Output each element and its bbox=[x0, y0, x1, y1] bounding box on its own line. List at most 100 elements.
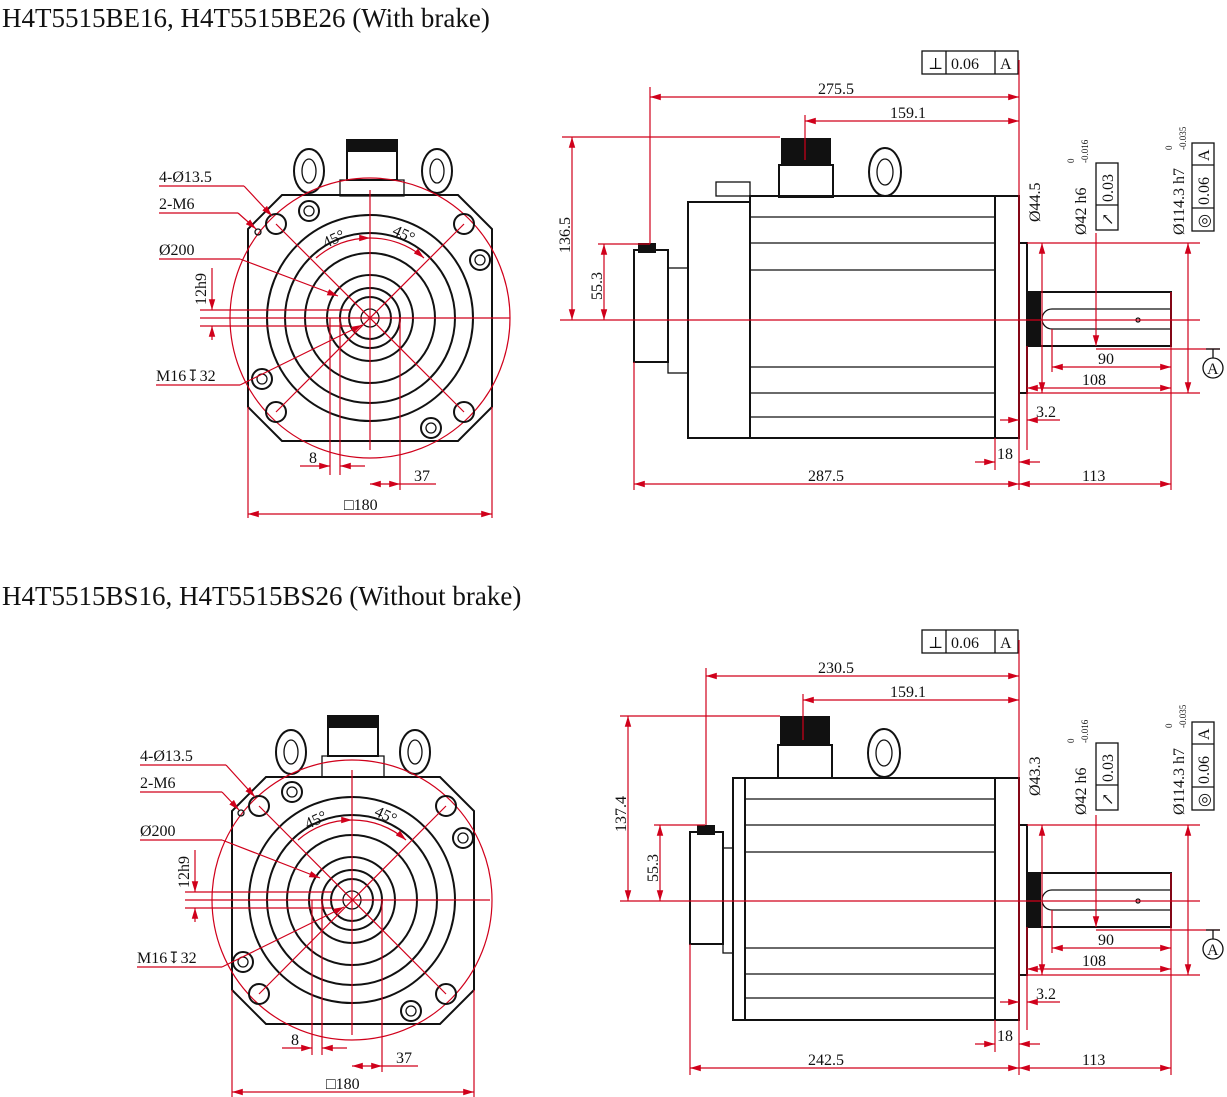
brake-connector-height-label: 55.3 bbox=[645, 854, 662, 882]
angle-arc-right bbox=[351, 819, 407, 841]
runout-frame bbox=[1095, 162, 1119, 231]
tolerance-value: 0.06 bbox=[951, 56, 979, 73]
pilot-diameter-label: Ø114.3 h7 bbox=[1171, 748, 1188, 815]
hex-bolt-icon bbox=[400, 1000, 422, 1022]
bolt-hole-icon bbox=[453, 213, 475, 235]
lifting-eye-right-inner bbox=[429, 158, 445, 184]
bolt-holes-label: 4-Ø13.5 bbox=[159, 169, 212, 186]
hex-bolt-inner bbox=[457, 832, 469, 844]
bolt-hole-icon bbox=[435, 983, 457, 1005]
key-height-label: 12h9 bbox=[193, 273, 210, 305]
lifting-eye-left-icon bbox=[275, 729, 307, 775]
diag-line bbox=[275, 223, 465, 413]
m6-hole-icon bbox=[237, 809, 245, 817]
bolt-hole-icon bbox=[435, 795, 457, 817]
lifting-eye-left-inner bbox=[283, 739, 299, 765]
lifting-eye-right-icon bbox=[421, 148, 453, 194]
shaft-tol-upper: 0 bbox=[1066, 158, 1076, 163]
side-view: ⊥ 0.06 A 13 bbox=[613, 629, 1224, 1075]
hex-bolt-icon bbox=[469, 249, 491, 271]
hex-bolt-inner bbox=[474, 254, 486, 266]
bolt-holes-label: 4-Ø13.5 bbox=[140, 748, 193, 765]
angle-arc-left bbox=[315, 234, 371, 259]
bolt-hole-icon bbox=[265, 401, 287, 423]
flange-diameter-label: Ø43.3 bbox=[1027, 756, 1044, 796]
lifting-eye-left-inner bbox=[301, 158, 317, 184]
section-with-brake: H4T5515BE16, H4T5515BE26 (With brake) bbox=[2, 3, 1224, 518]
lifting-eye-inner bbox=[875, 739, 893, 767]
hex-bolt-icon bbox=[251, 368, 273, 390]
flange-outline bbox=[231, 776, 475, 1025]
datum-circle bbox=[1202, 938, 1224, 960]
leader-line bbox=[221, 791, 240, 811]
shaft-length-label: 108 bbox=[1082, 372, 1106, 389]
datum-label: A bbox=[1207, 942, 1219, 959]
shaft-length-label: 108 bbox=[1082, 953, 1106, 970]
flange-square-label: □180 bbox=[344, 497, 378, 514]
concentricity-frame bbox=[1191, 721, 1215, 811]
key-width-label: 8 bbox=[309, 450, 317, 467]
flange-outline bbox=[247, 194, 493, 442]
encoder-connector bbox=[689, 831, 724, 945]
shaft-total-label: 113 bbox=[1082, 1052, 1105, 1069]
nameplate bbox=[715, 181, 751, 197]
keyway bbox=[1041, 889, 1171, 911]
front-flange bbox=[994, 777, 1020, 1021]
lifting-eye-icon bbox=[867, 728, 901, 778]
concentricity-datum: A bbox=[1196, 149, 1213, 161]
brake-connector-top bbox=[638, 243, 656, 253]
leader-line bbox=[243, 185, 273, 217]
brake-connector-height-label: 55.3 bbox=[589, 272, 606, 300]
encoder-connector-top bbox=[697, 825, 715, 835]
leader-line bbox=[221, 839, 321, 879]
shaft-shoulder bbox=[1027, 292, 1041, 346]
rear-cover bbox=[732, 777, 746, 1021]
pilot-depth-label: 18 bbox=[997, 446, 1013, 463]
concentricity-datum: A bbox=[1196, 728, 1213, 740]
top-connector bbox=[777, 744, 833, 779]
pilot-tol-lower: -0.035 bbox=[1178, 126, 1188, 150]
pilot-tol-upper: 0 bbox=[1164, 145, 1174, 150]
leader-line bbox=[237, 212, 257, 230]
section-without-brake: H4T5515BS16, H4T5515BS26 (Without brake) bbox=[2, 581, 1224, 1097]
m6-label: 2-M6 bbox=[140, 775, 176, 792]
m6-hole-icon bbox=[254, 228, 262, 236]
brake-connector bbox=[633, 249, 669, 363]
connector-distance-label: 159.1 bbox=[890, 684, 926, 701]
perpendicularity-symbol: ⊥ bbox=[928, 635, 943, 652]
shaft-tol-lower: -0.016 bbox=[1080, 719, 1090, 743]
key-offset-label: 37 bbox=[396, 1050, 412, 1067]
runout-value: 0.03 bbox=[1100, 754, 1117, 782]
overall-length-label: 230.5 bbox=[818, 660, 854, 677]
pilot bbox=[1018, 824, 1028, 976]
section-title: H4T5515BS16, H4T5515BS26 (Without brake) bbox=[2, 581, 521, 611]
flange-thickness-label: 3.2 bbox=[1036, 404, 1056, 421]
leader-line bbox=[221, 906, 345, 968]
leader-line bbox=[239, 324, 363, 386]
perpendicularity-symbol: ⊥ bbox=[928, 56, 943, 73]
hex-bolt-inner bbox=[286, 786, 298, 798]
flange-thickness-label: 3.2 bbox=[1036, 986, 1056, 1003]
shaft-diameter-label: Ø42 h6 bbox=[1073, 187, 1090, 235]
hex-bolt-inner bbox=[425, 422, 437, 434]
runout-frame bbox=[1095, 742, 1119, 811]
key-length-label: 90 bbox=[1098, 932, 1114, 949]
flange-diameter-label: Ø44.5 bbox=[1027, 182, 1044, 222]
lifting-eye-inner bbox=[876, 158, 894, 186]
shaft bbox=[1026, 872, 1172, 928]
datum-circle bbox=[1202, 357, 1224, 379]
pilot-depth-label: 18 bbox=[997, 1028, 1013, 1045]
angle-arc-right bbox=[369, 237, 425, 259]
top-connector bbox=[778, 164, 834, 198]
datum-ref: A bbox=[1000, 56, 1012, 73]
front-view: 45° 45° 4-Ø13.5 2-M6 Ø200 12h9 M16↧32 bbox=[156, 139, 511, 518]
pitch-label: Ø200 bbox=[140, 823, 176, 840]
pilot bbox=[1018, 242, 1028, 394]
datum-label: A bbox=[1207, 361, 1219, 378]
concentricity-value: 0.06 bbox=[1196, 756, 1213, 784]
concentricity-symbol: ◎ bbox=[1196, 214, 1213, 228]
pitch-label: Ø200 bbox=[159, 242, 195, 259]
key-height-label: 12h9 bbox=[176, 856, 193, 888]
overall-length-label: 275.5 bbox=[818, 81, 854, 98]
